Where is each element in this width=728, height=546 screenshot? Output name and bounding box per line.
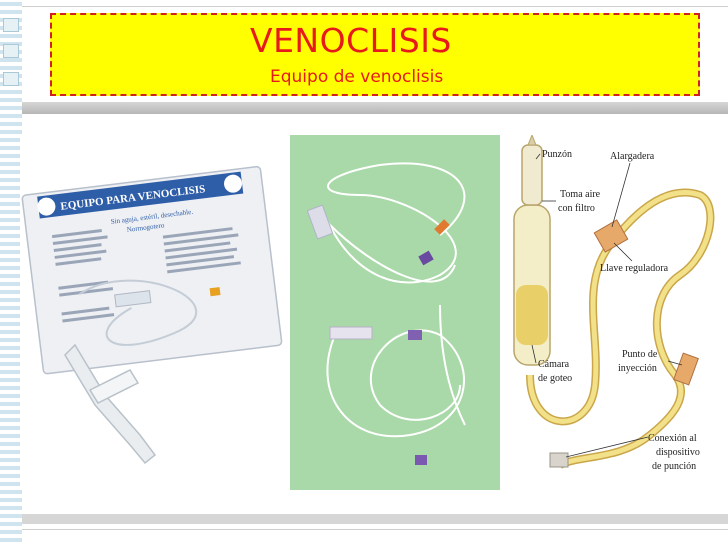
decor-square	[3, 44, 19, 58]
spike-device	[64, 343, 157, 465]
lower-iv-set-tubing	[326, 304, 466, 438]
left-decorative-strip	[0, 0, 22, 546]
label-llave: Llave reguladora	[600, 263, 669, 274]
coiled-tubing	[78, 279, 198, 346]
top-rule	[22, 6, 728, 7]
package-fine-print	[51, 227, 241, 323]
label-camara-1: Cámara	[538, 359, 570, 370]
brand-logo-right	[224, 174, 243, 193]
luer-connector	[549, 452, 569, 468]
label-toma-aire-1: Toma aire	[560, 189, 601, 200]
package-header-band	[37, 171, 244, 219]
drip-chamber-in-bag	[114, 290, 152, 308]
injection-port	[673, 352, 699, 386]
bottom-bar	[22, 514, 728, 524]
label-conexion-3: de punción	[652, 461, 696, 472]
label-punto-2: inyección	[618, 363, 657, 374]
bottom-rule	[22, 529, 728, 530]
title-box: VENOCLISIS Equipo de venoclisis	[50, 13, 700, 96]
lower-drip-chamber	[329, 326, 373, 340]
package-photo: EQUIPO PARA VENOCLISIS Sin aguja, estéri…	[20, 135, 290, 490]
leader-lines	[531, 153, 683, 458]
label-punzon: Punzón	[542, 149, 572, 160]
label-punto-1: Punto de	[622, 349, 658, 360]
label-alargadera: Alargadera	[610, 151, 655, 162]
connector-cap	[209, 287, 221, 297]
label-conexion-1: Conexión al	[648, 433, 697, 444]
lower-purple-cap	[415, 455, 427, 465]
brand-logo-left	[37, 197, 56, 216]
separator-bar	[22, 102, 728, 114]
package-bag	[21, 165, 283, 375]
iv-sets-photo	[290, 135, 503, 490]
slide-subtitle: Equipo de venoclisis	[270, 67, 444, 87]
upper-orange-clamp	[434, 219, 450, 235]
upper-drip-chamber	[306, 204, 334, 240]
iv-set-diagram: Punzón Alargadera Toma aire con filtro L…	[500, 135, 725, 490]
decor-square	[3, 18, 19, 32]
decor-square	[3, 72, 19, 86]
upper-purple-connector	[418, 250, 434, 266]
label-toma-aire-2: con filtro	[558, 203, 595, 214]
lower-purple-connector	[408, 330, 422, 340]
diagram-labels: Punzón Alargadera Toma aire con filtro L…	[538, 149, 700, 472]
yellow-tubing	[526, 188, 715, 469]
upper-iv-set-tubing	[324, 162, 466, 284]
label-conexion-2: dispositivo	[656, 447, 700, 458]
label-camara-2: de goteo	[538, 373, 572, 384]
drip-chamber-illustration	[513, 135, 551, 366]
slide-title: VENOCLISIS	[250, 21, 452, 60]
